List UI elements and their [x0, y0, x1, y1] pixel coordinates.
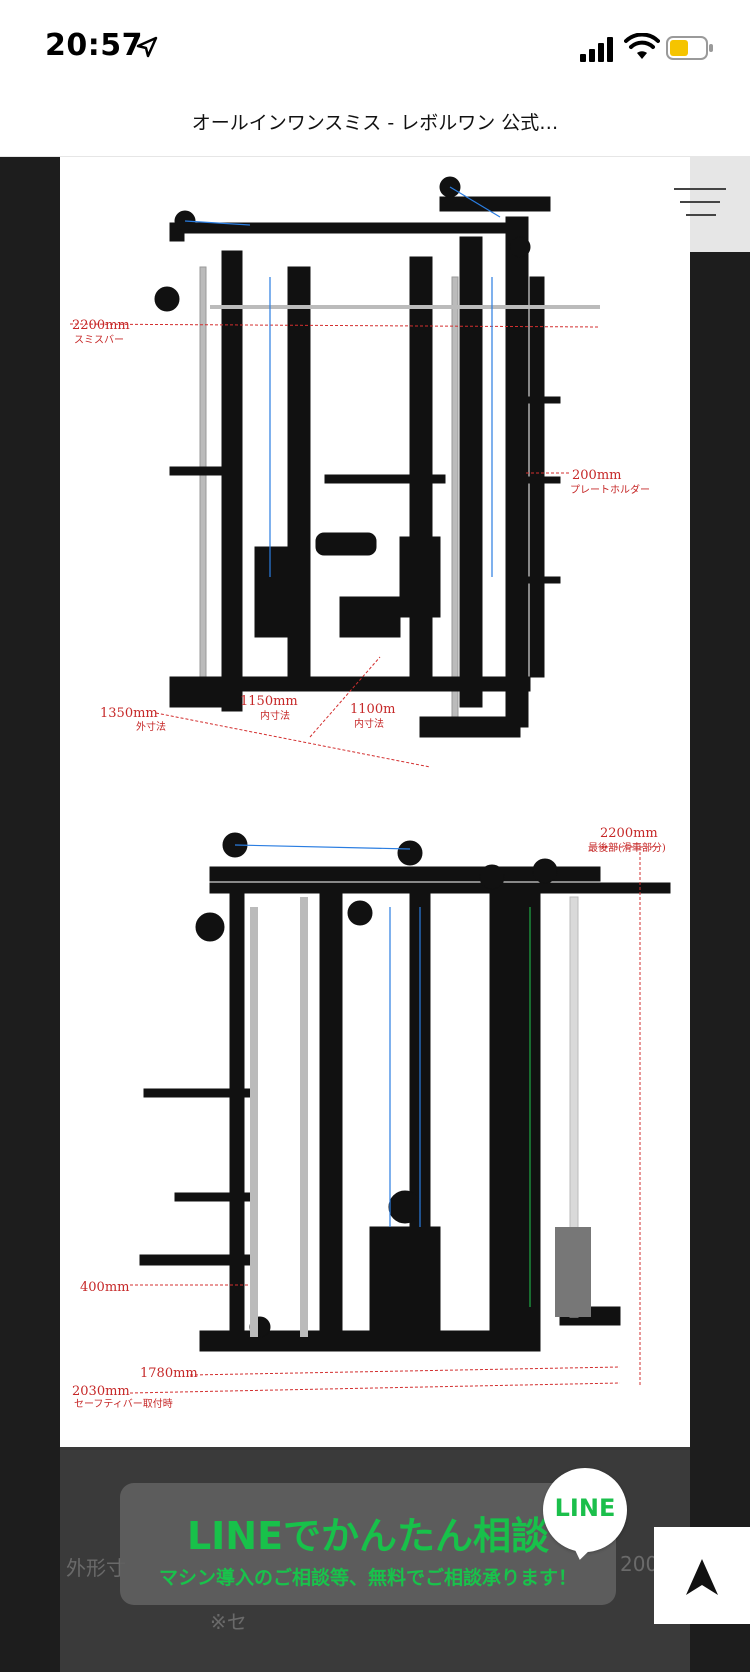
line-logo-label: LINE [554, 1494, 616, 1522]
dim-outer-width-note: 外寸法 [136, 720, 166, 733]
dim-inner-width: 1150mm [240, 694, 298, 709]
dim-inner-depth: 1100m [350, 702, 395, 717]
spec-text-left: 外形寸 [66, 1556, 126, 1580]
dim-plate-holder: 200mm [572, 468, 621, 483]
hamburger-line-2 [680, 201, 720, 203]
cellular-signal-icon [580, 37, 613, 62]
page-content: 2200mm スミスバー 200mm プレートホルダー 1350mm 外寸法 1… [0, 157, 750, 1672]
status-time: 20:57 [45, 28, 143, 63]
dim-side-height: 2200mm [600, 826, 658, 841]
smith-machine-side-image: 2200mm 最後部(滑車部分) 400mm 1780mm 2030mm セーフ… [72, 826, 671, 1410]
dim-side-400: 400mm [80, 1280, 129, 1295]
wifi-icon [624, 33, 660, 59]
dim-plate-holder-note: プレートホルダー [570, 483, 650, 496]
spec-text-bottom: ※セ [210, 1610, 247, 1634]
hamburger-menu-button[interactable] [674, 157, 750, 252]
arrow-up-icon [686, 1559, 718, 1595]
dim-side-2030-note: セーフティバー取付時 [74, 1397, 173, 1410]
dim-smith-bar-height: 2200mm [72, 318, 130, 333]
line-banner-subtext: マシン導入のご相談等、無料でご相談承ります！ [158, 1567, 577, 1589]
page-title: オールインワンスミス - レボルワン 公式… [191, 112, 559, 134]
line-banner-headline: LINEでかんたん相談 [186, 1514, 550, 1558]
dim-side-1780: 1780mm [140, 1366, 198, 1381]
smith-machine-perspective-image: 2200mm スミスバー 200mm プレートホルダー 1350mm 外寸法 1… [69, 176, 650, 768]
location-arrow-icon [136, 36, 158, 58]
battery-icon [666, 36, 713, 60]
dim-side-2030: 2030mm [72, 1384, 130, 1399]
hamburger-line-3 [686, 214, 716, 216]
dim-inner-depth-note: 内寸法 [354, 717, 384, 730]
status-bar: 20:57 [0, 0, 750, 96]
dim-inner-width-note: 内寸法 [260, 709, 290, 722]
browser-title-bar: オールインワンスミス - レボルワン 公式… [0, 96, 750, 157]
dim-outer-width: 1350mm [100, 706, 158, 721]
dim-side-height-note: 最後部(滑車部分) [588, 841, 666, 854]
dim-smith-bar-note: スミスバー [74, 334, 124, 346]
product-image-panel: 2200mm スミスバー 200mm プレートホルダー 1350mm 外寸法 1… [60, 157, 690, 1447]
line-consult-banner[interactable]: LINEでかんたん相談 マシン導入のご相談等、無料でご相談承ります！ [120, 1483, 616, 1605]
back-to-top-button[interactable] [654, 1527, 750, 1624]
line-logo-icon[interactable]: LINE [543, 1468, 627, 1552]
hamburger-menu-icon [674, 188, 726, 190]
